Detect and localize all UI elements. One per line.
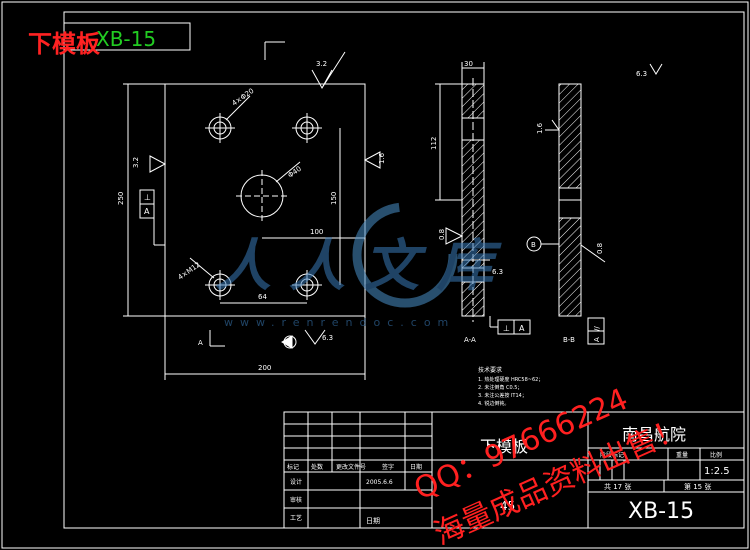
tb-weight-header: 重量	[676, 451, 688, 459]
rough-symbol-right	[363, 151, 381, 169]
section-label: A-A	[464, 336, 476, 344]
general-roughness-symbol	[649, 63, 663, 75]
front-view	[123, 41, 366, 380]
tb-stage-header: 阶段标记	[600, 451, 624, 459]
dim-height: 250	[117, 192, 125, 205]
notes-line-2: 2. 未注倒角 C0.5；	[478, 384, 522, 391]
tb-scale-header: 比例	[710, 451, 722, 459]
notes-line-3: 3. 未注公差按 IT14；	[478, 392, 527, 399]
tb-design-label: 设计	[290, 478, 302, 486]
rough-symbol-left	[149, 155, 167, 173]
rough-symbol-top	[311, 51, 346, 90]
tol-box-symbol: ⊥	[144, 193, 151, 202]
watermark-ring	[352, 202, 458, 308]
side-rough-top: 1.6	[536, 122, 544, 134]
code-box-text: XB-15	[96, 27, 156, 51]
watermark-brand-group: 人人文库 www.renrendoc.com	[215, 202, 511, 329]
watermark-url: www.renrendoc.com	[224, 316, 455, 329]
tb-row-date: 日期	[410, 463, 422, 471]
tb-sheet-num: 第 15 张	[684, 482, 711, 491]
section-rough-low: 6.3	[492, 268, 503, 276]
notes-line-4: 4. 锐边倒钝。	[478, 400, 509, 407]
side-tol-symbol: //	[593, 326, 601, 331]
rough-right-value: 1.6	[378, 152, 386, 164]
section-dim-thickness: 30	[464, 60, 473, 68]
section-rough-mid: 0.8	[438, 229, 446, 240]
general-roughness: 6.3	[636, 70, 647, 78]
rough-bottom-value: 6.3	[322, 334, 333, 342]
title-block	[283, 411, 745, 529]
front-plate-outline	[164, 83, 366, 317]
dim-width: 200	[258, 364, 271, 372]
red-label: 下模板	[28, 30, 101, 58]
tb-check-label: 审核	[290, 496, 302, 504]
tech-notes: 技术要求 1. 热处理硬度 HRC58~62； 2. 未注倒角 C0.5； 3.…	[478, 366, 543, 407]
dim-inner-h: 150	[330, 192, 338, 205]
side-label: B-B	[563, 336, 575, 344]
code-box	[63, 22, 191, 51]
dim-lower: 64	[258, 293, 267, 301]
tb-approve-label: 日期	[366, 517, 380, 525]
tb-row-mark: 标记	[287, 463, 299, 471]
side-tol-datum: A	[593, 337, 601, 342]
section-dim-upper: 112	[430, 137, 438, 150]
datum-a-marker	[281, 335, 293, 349]
tb-craft-label: 工艺	[290, 514, 302, 522]
rough-symbol-bottom	[304, 329, 326, 345]
side-rough-right: 0.8	[596, 243, 604, 254]
rough-top-value: 3.2	[316, 60, 327, 68]
tb-row-count: 处数	[311, 463, 323, 471]
note-top-holes: 4×Φ20	[231, 87, 256, 108]
datum-a-label: A	[198, 339, 203, 347]
datum-circle	[283, 335, 297, 349]
notes-title: 技术要求	[478, 366, 502, 374]
dim-inner-w: 100	[310, 228, 323, 236]
tb-design-date: 2005.6.6	[366, 479, 393, 486]
tb-code: XB-15	[628, 499, 694, 524]
tb-row-file: 更改文件号	[336, 463, 366, 471]
rough-left-value: 3.2	[132, 157, 140, 168]
side-callout: B	[531, 241, 536, 249]
tb-row-sign: 签字	[382, 463, 394, 471]
note-center-hole: Φ40	[287, 165, 303, 180]
section-gdt-datum: A	[519, 324, 525, 333]
tol-box-datum: A	[144, 207, 150, 216]
side-view	[526, 83, 606, 345]
tb-part-name: 下模板	[480, 437, 528, 456]
tb-scale: 1:2.5	[704, 466, 730, 477]
note-bottom-holes: 4×M12	[177, 261, 202, 282]
notes-line-1: 1. 热处理硬度 HRC58~62；	[478, 376, 543, 383]
tb-material: 45	[500, 499, 515, 513]
watermark-brand: 人人文库	[215, 234, 511, 299]
tb-sheets-total: 共 17 张	[604, 482, 631, 491]
section-gdt-symbol: ⊥	[503, 324, 510, 333]
tb-school: 南昌航院	[622, 425, 686, 444]
section-view	[435, 62, 531, 335]
